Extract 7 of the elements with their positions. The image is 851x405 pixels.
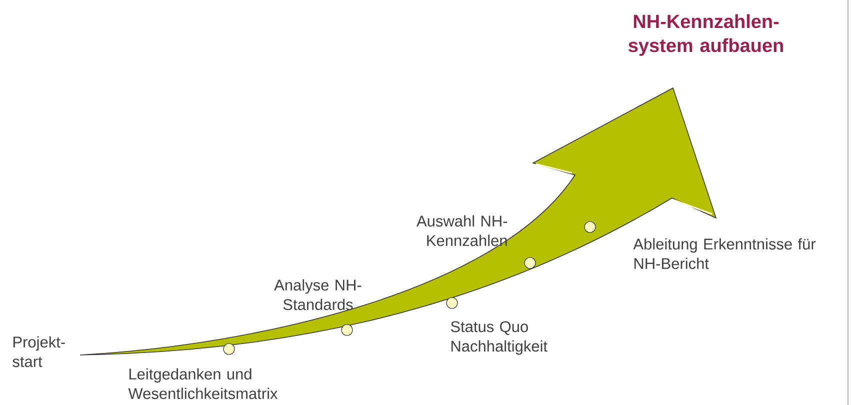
step-label: Status Quo Nachhaltigkeit (450, 321, 548, 355)
step-label: Ableitung Erkenntnisse für NH-Bericht (633, 238, 816, 270)
step-label: Projekt- start (12, 336, 65, 368)
step-label: Analyse NH-Standards (274, 279, 362, 310)
title: NH-Kennzahlen- system aufbauen (628, 14, 783, 56)
step-label: Auswahl NH- Kennzahlen (416, 215, 508, 246)
step-label: Leitgedanken und Wesentlichkeitsmatrix (128, 368, 278, 400)
